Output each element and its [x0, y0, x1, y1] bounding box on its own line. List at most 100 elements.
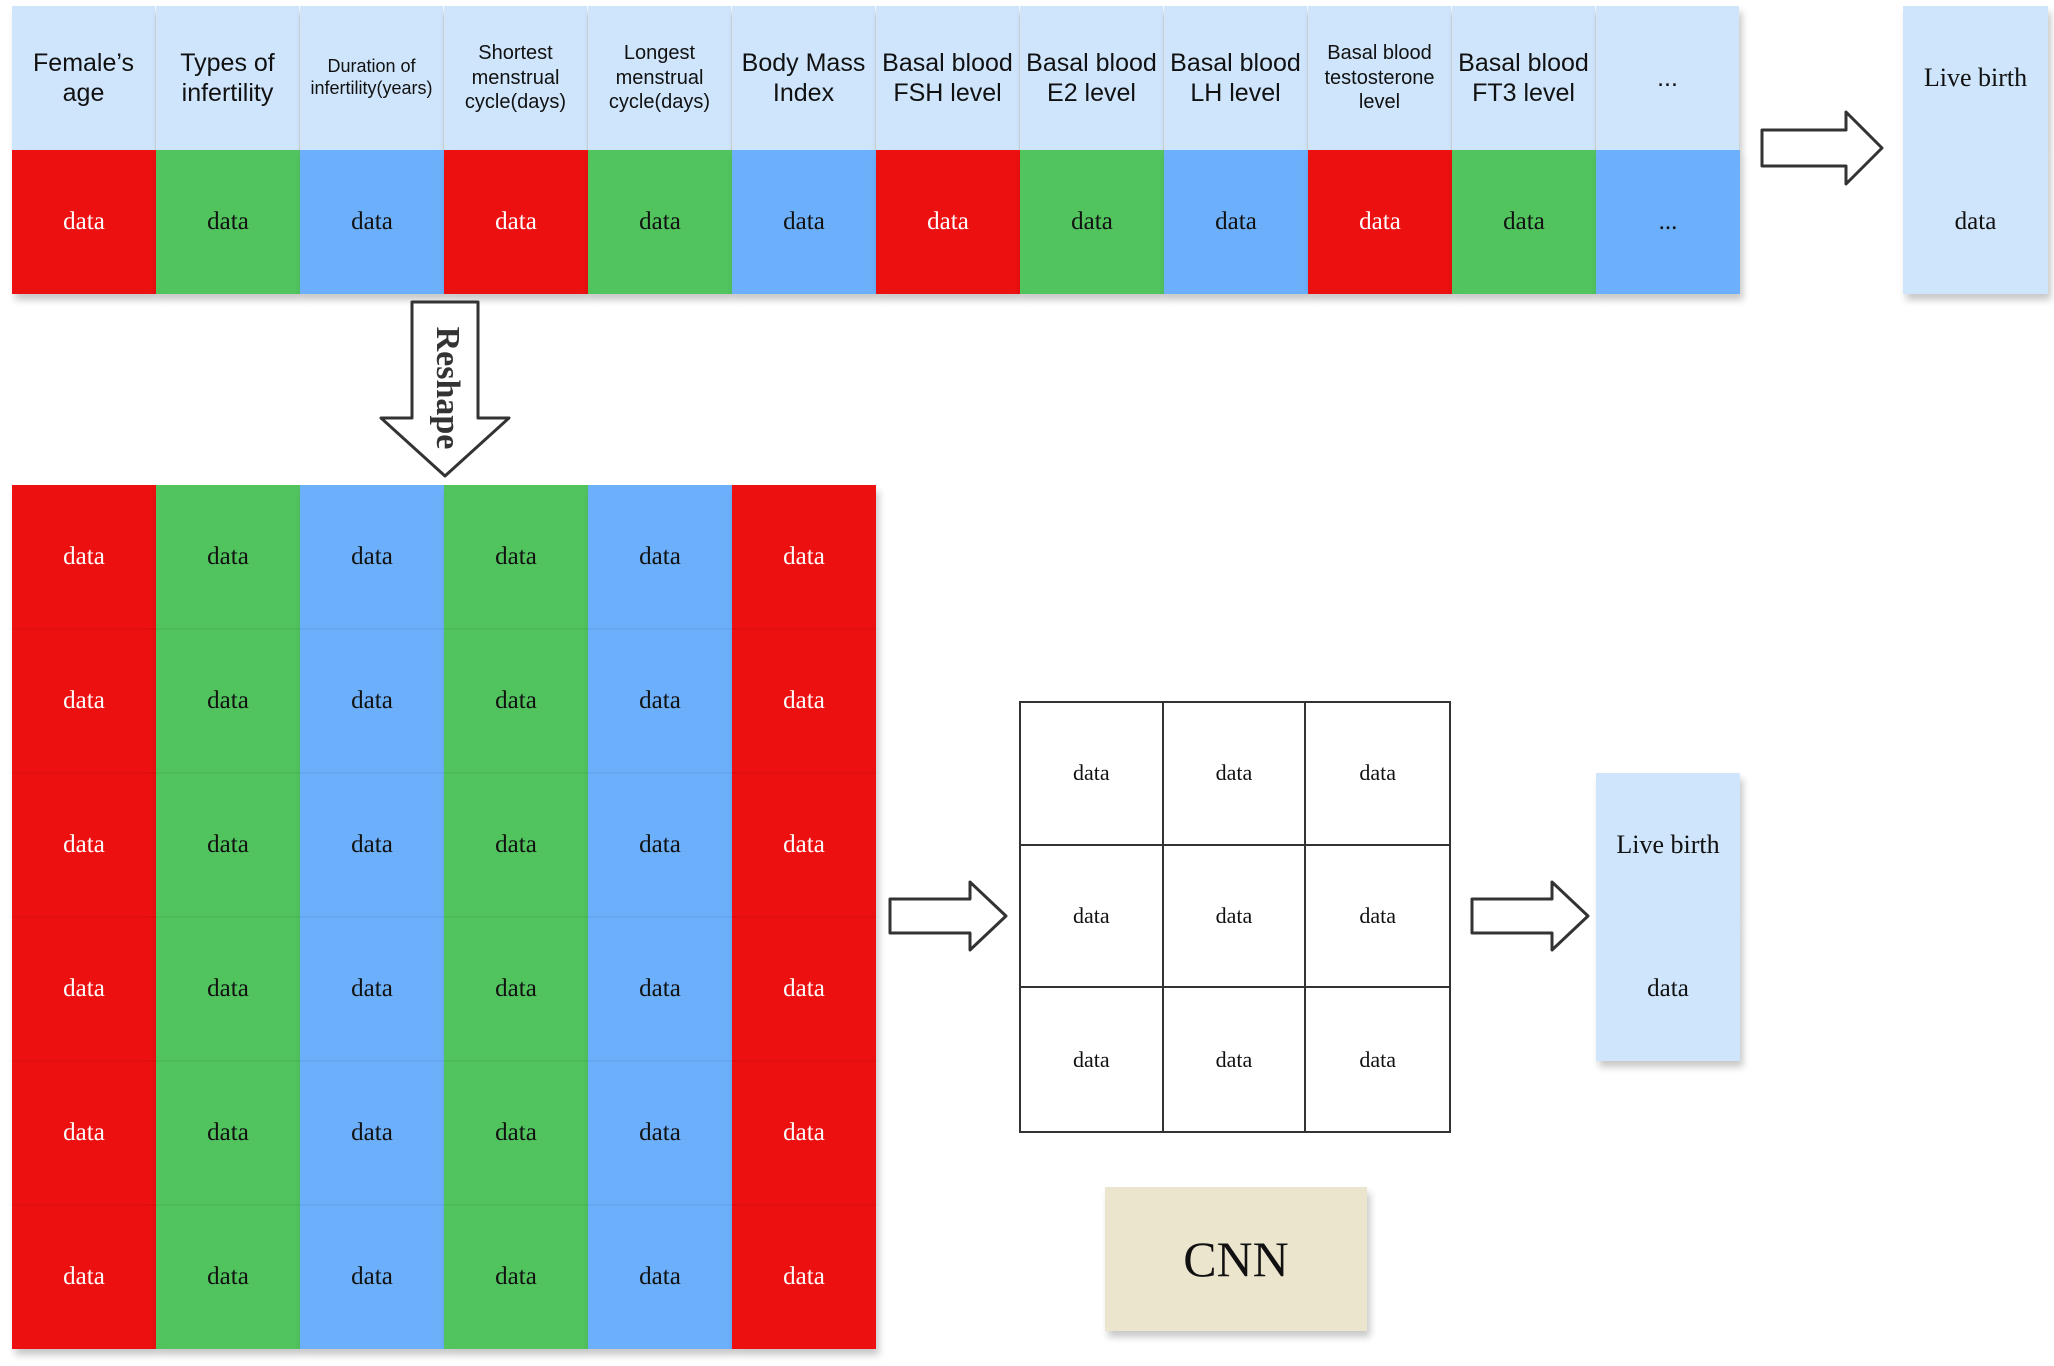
matrix-row-seam: [12, 1060, 876, 1062]
output-value: data: [1954, 208, 1997, 235]
cnn-grid-cell: data: [1164, 988, 1307, 1131]
matrix-column-3: [300, 485, 444, 1349]
value-text: data: [495, 208, 537, 235]
matrix-cell: data: [207, 1119, 249, 1146]
matrix-cell: data: [351, 831, 393, 858]
matrix-cell: data: [207, 975, 249, 1002]
header-lh-level: Basal blood LH level: [1164, 6, 1307, 150]
matrix-column-2: [156, 485, 300, 1349]
header-label: Basal blood LH level: [1170, 48, 1301, 108]
matrix-cell: data: [495, 543, 537, 570]
header-types-of-infertility: Types of infertility: [156, 6, 299, 150]
value-text: data: [351, 208, 393, 235]
output-bottom-label: Live birth: [1596, 773, 1740, 917]
matrix-cell: data: [63, 831, 105, 858]
matrix-cell: data: [639, 975, 681, 1002]
header-label: Duration of infertility(years): [310, 56, 433, 98]
cnn-grid-cell: data: [1306, 703, 1449, 846]
cnn-grid-cell: data: [1021, 703, 1164, 846]
matrix-row-seam: [12, 916, 876, 918]
matrix-cell: data: [495, 687, 537, 714]
value-text: data: [207, 208, 249, 235]
matrix-cell: data: [351, 543, 393, 570]
matrix-cell: data: [783, 975, 825, 1002]
cnn-grid-cell: data: [1163, 703, 1307, 846]
value-text: data: [639, 208, 681, 235]
value-text: data: [1071, 208, 1113, 235]
header-label: Female’s age: [33, 48, 134, 108]
matrix-column-5: [588, 485, 732, 1349]
matrix-cell: data: [639, 687, 681, 714]
header-e2-level: Basal blood E2 level: [1020, 6, 1163, 150]
cnn-kernel-grid: data data data data data data data data …: [1019, 701, 1451, 1133]
header-ft3-level: Basal blood FT3 level: [1452, 6, 1595, 150]
value-cell-11: data: [1452, 150, 1596, 294]
matrix-cell: data: [207, 831, 249, 858]
output-top-label: Live birth: [1903, 6, 2048, 150]
matrix-cell: data: [351, 1119, 393, 1146]
matrix-cell: data: [207, 687, 249, 714]
header-shortest-cycle: Shortest menstrual cycle(days): [444, 6, 587, 150]
cnn-grid-cell: data: [1021, 988, 1164, 1131]
value-text: data: [1215, 208, 1257, 235]
matrix-cell: data: [63, 1119, 105, 1146]
value-text: data: [927, 208, 969, 235]
reshape-label: Reshape: [429, 326, 466, 450]
matrix-cell: data: [207, 543, 249, 570]
matrix-cell: data: [351, 1263, 393, 1290]
header-label: Basal blood testosterone level: [1324, 42, 1435, 114]
matrix-row-seam: [12, 1204, 876, 1206]
matrix-cell: data: [783, 1119, 825, 1146]
output-bottom-value: data: [1596, 917, 1740, 1061]
output-top-value: data: [1903, 150, 2048, 294]
header-label: ...: [1657, 63, 1678, 92]
header-label: Basal blood FSH level: [882, 48, 1013, 108]
header-body-mass-index: Body Mass Index: [732, 6, 875, 150]
matrix-cell: data: [207, 1263, 249, 1290]
matrix-cell: data: [495, 975, 537, 1002]
matrix-cell: data: [63, 687, 105, 714]
value-cell-ellipsis: ...: [1596, 150, 1740, 294]
matrix-cell: data: [639, 1263, 681, 1290]
output-label: Live birth: [1923, 63, 2028, 93]
value-text: data: [1503, 208, 1545, 235]
header-fsh-level: Basal blood FSH level: [876, 6, 1019, 150]
matrix-cell: data: [783, 1263, 825, 1290]
value-text: data: [1359, 208, 1401, 235]
header-label: Basal blood E2 level: [1026, 48, 1157, 108]
matrix-cell: data: [63, 975, 105, 1002]
cnn-label: CNN: [1183, 1231, 1289, 1287]
header-duration-of-infertility: Duration of infertility(years): [300, 6, 443, 150]
matrix-cell: data: [495, 831, 537, 858]
value-cell-3: data: [300, 150, 444, 294]
matrix-cell: data: [351, 975, 393, 1002]
cnn-grid-cell: data: [1163, 845, 1307, 989]
value-cell-7: data: [876, 150, 1020, 294]
value-cell-4: data: [444, 150, 588, 294]
matrix-row-seam: [12, 628, 876, 630]
matrix-cell: data: [495, 1119, 537, 1146]
header-ellipsis: ...: [1596, 6, 1739, 150]
header-label: Longest menstrual cycle(days): [608, 42, 711, 114]
value-cell-1: data: [12, 150, 156, 294]
matrix-cell: data: [639, 543, 681, 570]
output-label: Live birth: [1616, 830, 1720, 860]
matrix-cell: data: [63, 1263, 105, 1290]
value-cell-8: data: [1020, 150, 1164, 294]
matrix-cell: data: [783, 543, 825, 570]
value-text: ...: [1658, 208, 1678, 235]
output-value: data: [1647, 975, 1689, 1002]
matrix-column-1: [12, 485, 156, 1349]
value-cell-6: data: [732, 150, 876, 294]
right-arrow-icon-to-cnn: [888, 880, 1008, 952]
header-label: Basal blood FT3 level: [1458, 48, 1589, 108]
down-arrow-icon-reshape: [379, 300, 511, 478]
header-label: Types of infertility: [180, 48, 275, 108]
cnn-grid-cell: data: [1359, 1046, 1396, 1072]
matrix-cell: data: [783, 831, 825, 858]
matrix-cell: data: [783, 687, 825, 714]
value-cell-5: data: [588, 150, 732, 294]
value-cell-10: data: [1308, 150, 1452, 294]
right-arrow-icon-top: [1760, 110, 1884, 186]
matrix-column-6: [732, 485, 876, 1349]
